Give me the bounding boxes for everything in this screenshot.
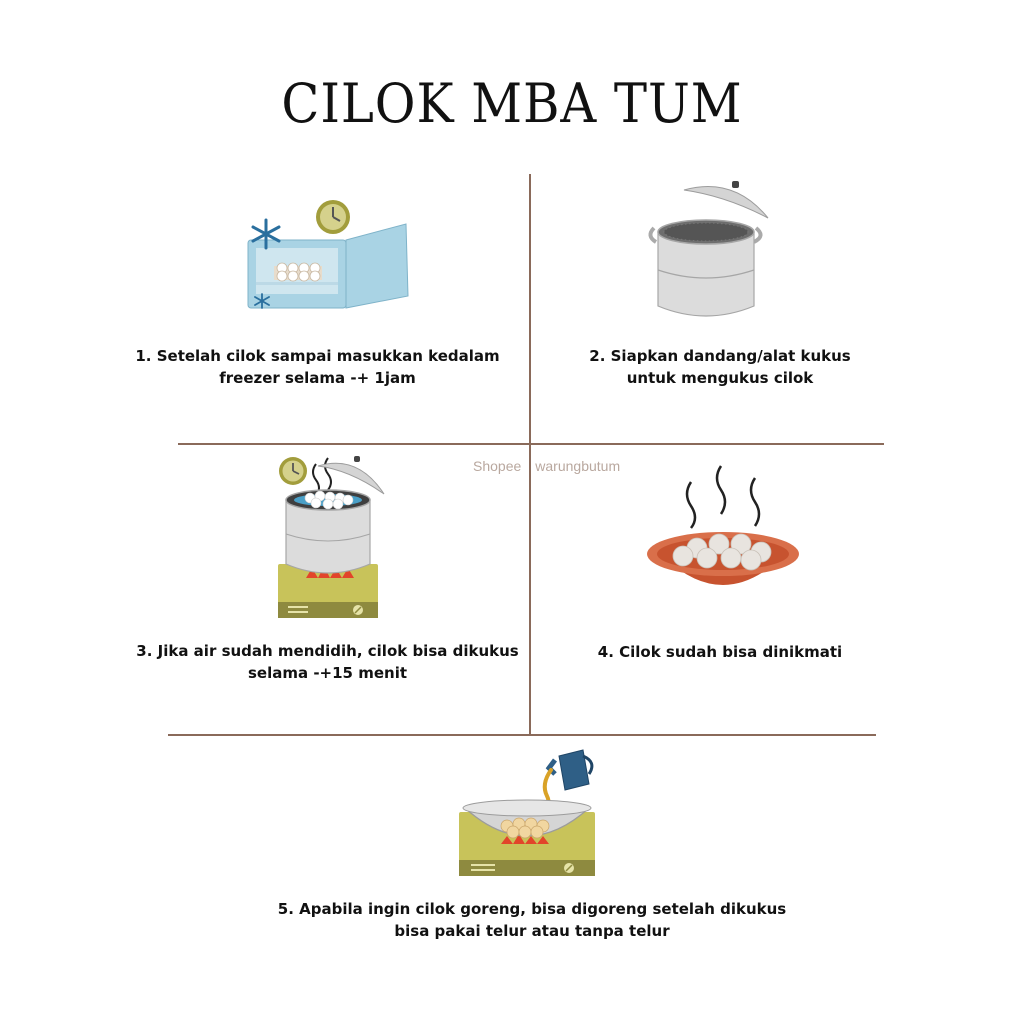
frying-pan-icon (459, 749, 595, 876)
step-4-text: 4. Cilok sudah bisa dinikmati (597, 643, 843, 661)
bowl-of-cilok-icon (647, 465, 799, 585)
watermark: Shopee warungbutum (473, 458, 634, 474)
horizontal-divider-bottom (168, 734, 876, 736)
vertical-divider (529, 174, 531, 736)
oil-jug-icon (545, 749, 594, 791)
step-1-text: 1. Setelah cilok sampai masukkan kedalam… (135, 347, 500, 387)
step-2-text: 2. Siapkan dandang/alat kukus untuk meng… (589, 347, 851, 387)
page-title: CILOK MBA TUM (281, 72, 743, 135)
watermark-brand: Shopee (473, 458, 522, 474)
step-5-text: 5. Apabila ingin cilok goreng, bisa digo… (277, 900, 787, 940)
steamer-pot-icon (648, 181, 769, 317)
steaming-on-stove-icon (278, 456, 385, 618)
freezer-icon (247, 200, 409, 309)
step-3-text: 3. Jika air sudah mendidih, cilok bisa d… (136, 642, 519, 682)
watermark-shop: warungbutum (535, 458, 621, 474)
horizontal-divider-top (178, 443, 884, 445)
